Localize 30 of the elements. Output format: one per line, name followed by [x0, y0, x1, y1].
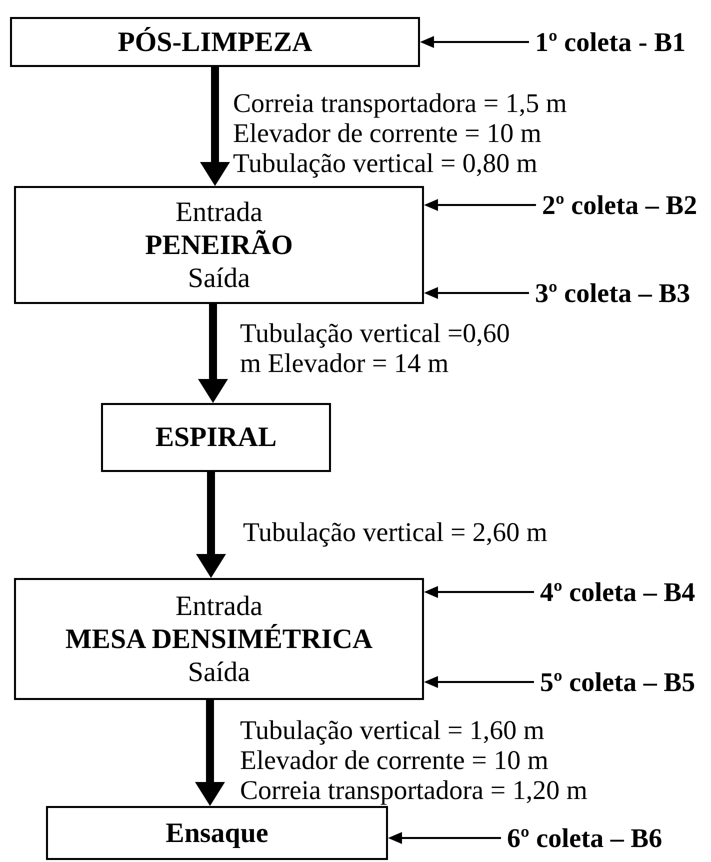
outlet-label: Saída	[188, 656, 250, 688]
sample-point-label: 3º coleta – B3	[535, 278, 690, 308]
sample-point-label: 2º coleta – B2	[542, 190, 698, 220]
arrow	[424, 287, 529, 299]
process-box	[101, 403, 331, 472]
arrow	[424, 676, 534, 688]
process-box	[14, 578, 424, 700]
step-title: Ensaque	[166, 816, 268, 850]
outlet-label: Saída	[188, 262, 250, 294]
arrow	[420, 36, 529, 48]
flow-arrow	[198, 304, 228, 403]
step-title: ESPIRAL	[155, 421, 277, 454]
sample-point-label: 4º coleta – B4	[540, 577, 696, 607]
process-box	[10, 17, 420, 67]
inlet-label: Entrada	[175, 590, 263, 622]
sample-point-label: 1º coleta - B1	[535, 27, 686, 57]
flow-arrow	[196, 472, 226, 578]
arrow	[388, 832, 501, 844]
step-title: PÓS-LIMPEZA	[118, 26, 312, 58]
process-box	[46, 806, 388, 860]
arrow	[424, 586, 534, 598]
process-box	[14, 186, 424, 304]
sample-point-label: 6º coleta – B6	[507, 823, 662, 853]
step-title: MESA DENSIMÉTRICA	[65, 622, 373, 656]
flow-arrow	[200, 67, 230, 186]
inlet-label: Entrada	[175, 196, 263, 228]
sample-point-label: 5º coleta – B5	[540, 667, 696, 697]
arrow	[424, 199, 536, 211]
step-title: PENEIRÃO	[145, 228, 293, 262]
flow-arrow	[195, 700, 225, 806]
